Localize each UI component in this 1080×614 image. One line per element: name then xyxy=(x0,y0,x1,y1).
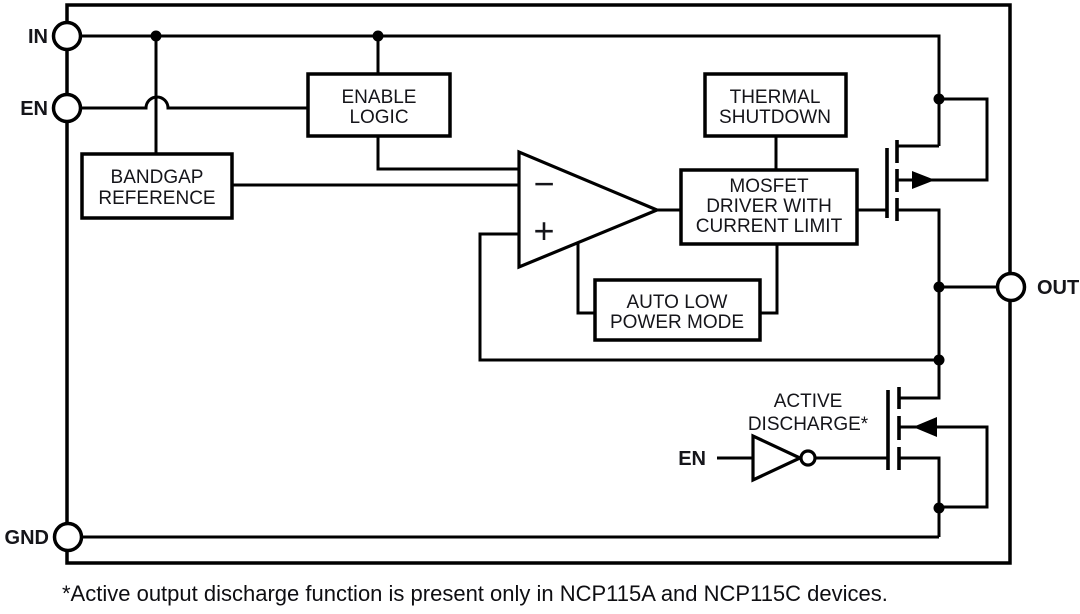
driver-label-line2: DRIVER WITH xyxy=(706,196,832,217)
wires xyxy=(81,34,998,539)
alpm-label-line1: AUTO LOW xyxy=(627,292,728,313)
active-discharge-section: ACTIVE DISCHARGE* EN xyxy=(678,387,937,483)
alpm-amp-wire xyxy=(576,242,595,315)
bandgap-reference-box xyxy=(80,152,234,220)
pins: IN EN GND OUT xyxy=(5,20,1079,553)
alpm-label-line2: POWER MODE xyxy=(610,312,744,333)
enable-logic-block: ENABLE LOGIC xyxy=(306,72,452,138)
pin-gnd xyxy=(52,521,84,553)
opamp-noninverting-label: + xyxy=(533,210,554,251)
pin-out-label: OUT xyxy=(1037,277,1079,299)
inverter-symbol xyxy=(751,433,817,483)
mosfet-driver-block: MOSFET DRIVER WITH CURRENT LIMIT xyxy=(679,168,859,246)
active-discharge-label-line2: DISCHARGE* xyxy=(748,414,869,435)
pass-mosfet-symbol xyxy=(885,140,935,221)
inverter-en-label: EN xyxy=(678,448,706,470)
discharge-mosfet-symbol xyxy=(886,387,937,470)
chip-outline xyxy=(65,3,1012,565)
bandgap-label-line2: REFERENCE xyxy=(98,188,215,209)
thermal-shutdown-box xyxy=(703,72,848,138)
bandgap-reference-block: BANDGAP REFERENCE xyxy=(80,152,234,220)
inverter-triangle xyxy=(751,433,804,483)
junction-dot xyxy=(933,281,945,293)
footnote: *Active output discharge function is pre… xyxy=(62,581,888,606)
pmos-bulk-wire xyxy=(897,97,989,182)
opamp-inverting-label: − xyxy=(533,163,554,204)
bandgap-label-line1: BANDGAP xyxy=(111,167,204,188)
pin-gnd-label: GND xyxy=(5,527,49,549)
auto-low-power-box xyxy=(593,278,762,342)
thermal-shutdown-block: THERMAL SHUTDOWN xyxy=(703,72,848,138)
enable-to-amp-wire xyxy=(376,136,519,171)
enable-logic-label-line2: LOGIC xyxy=(349,107,408,128)
pin-in-label: IN xyxy=(28,26,48,48)
pin-in xyxy=(51,20,83,52)
driver-label-line3: CURRENT LIMIT xyxy=(696,216,843,237)
junction-dot xyxy=(933,93,945,105)
active-discharge-label-line1: ACTIVE xyxy=(774,391,843,412)
junction-dot xyxy=(150,30,162,42)
pmos-drain-wire xyxy=(897,208,941,287)
nmos-drain-wire xyxy=(899,360,941,400)
driver-alpm-wire xyxy=(760,244,779,315)
enable-logic-box xyxy=(306,72,452,138)
pin-out xyxy=(995,271,1027,303)
in-rail-wire xyxy=(81,34,941,146)
junction-dot xyxy=(372,30,384,42)
nmos-bulk-arrow-icon xyxy=(913,417,937,437)
thermal-label-line2: SHUTDOWN xyxy=(719,107,831,128)
feedback-wire xyxy=(478,232,939,362)
enable-logic-label-line1: ENABLE xyxy=(342,87,417,108)
thermal-label-line1: THERMAL xyxy=(730,87,821,108)
pmos-bulk-arrow-icon xyxy=(912,171,935,189)
pin-en xyxy=(51,92,83,124)
pin-en-label: EN xyxy=(20,98,48,120)
nmos-source-wire xyxy=(899,456,941,537)
opamp-triangle xyxy=(517,149,662,270)
nmos-bulk-wire xyxy=(899,425,989,509)
inverter-bubble xyxy=(799,449,817,467)
junction-dot xyxy=(933,502,945,514)
auto-low-power-block: AUTO LOW POWER MODE xyxy=(593,278,762,342)
junction-dot xyxy=(933,354,945,366)
mosfet-driver-box xyxy=(679,168,859,246)
en-wire xyxy=(81,95,307,110)
driver-label-line1: MOSFET xyxy=(729,176,809,197)
junction-dots xyxy=(150,30,945,514)
error-amplifier-symbol: − + xyxy=(517,149,662,270)
